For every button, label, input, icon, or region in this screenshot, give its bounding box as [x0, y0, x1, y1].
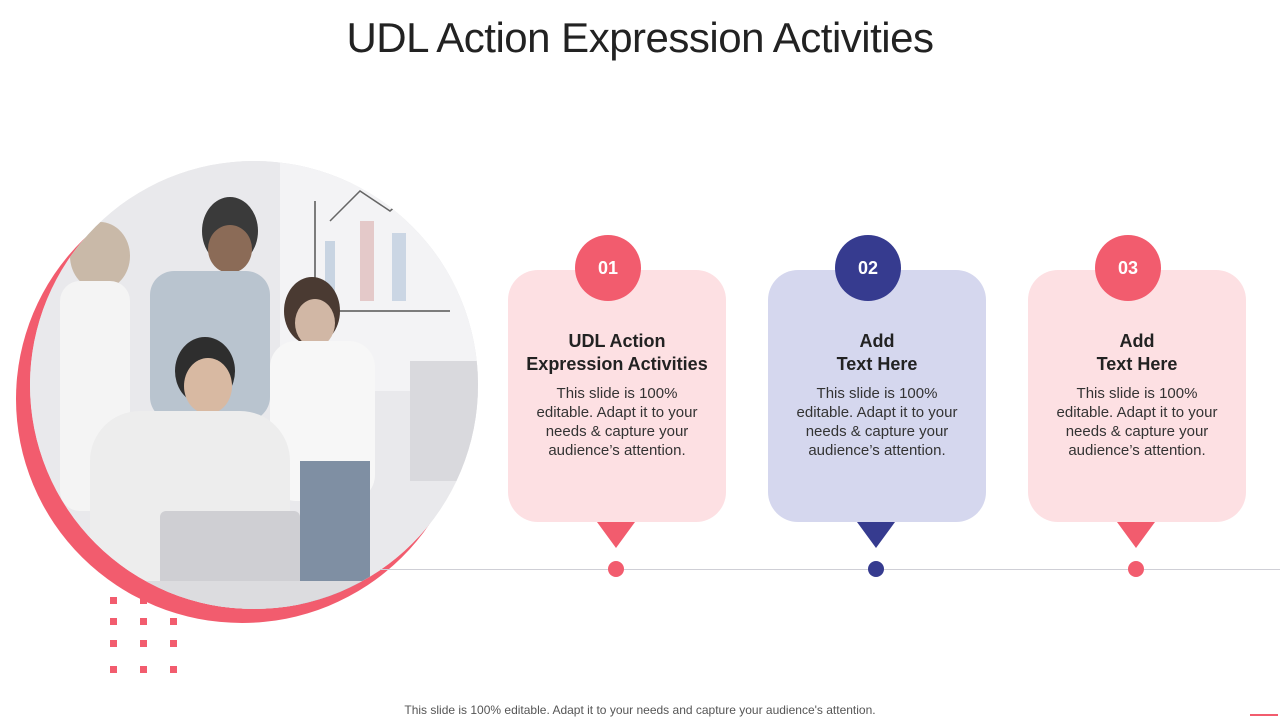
dot — [170, 597, 177, 604]
step-badge-3: 03 — [1095, 235, 1161, 301]
card-heading: Add Text Here — [1028, 330, 1246, 376]
card-pointer-2 — [857, 522, 895, 548]
card-heading-line2: Text Here — [1096, 354, 1178, 374]
footer-note: This slide is 100% editable. Adapt it to… — [404, 703, 876, 717]
dot — [110, 618, 117, 625]
card-body-text: This slide is 100% editable. Adapt it to… — [536, 385, 698, 459]
card-heading-line1: Add — [859, 331, 895, 351]
card-body-text: This slide is 100% editable. Adapt it to… — [1056, 385, 1218, 459]
card-heading-line2: Text Here — [836, 354, 918, 374]
dot — [170, 640, 177, 647]
dot — [140, 618, 147, 625]
card-pointer-1 — [597, 522, 635, 548]
timeline-line — [380, 569, 1280, 570]
dot — [170, 666, 177, 673]
card-heading: UDL Action Expression Activities — [508, 330, 726, 376]
step-badge-1: 01 — [575, 235, 641, 301]
card-pointer-3 — [1117, 522, 1155, 548]
team-photo-illustration — [30, 161, 478, 609]
card-body-text: This slide is 100% editable. Adapt it to… — [796, 385, 958, 459]
dot — [110, 597, 117, 604]
dot — [110, 640, 117, 647]
dot — [140, 640, 147, 647]
dot — [110, 666, 117, 673]
card-heading-line2: Expression Activities — [526, 354, 708, 374]
timeline-marker-3 — [1128, 561, 1144, 577]
dot — [170, 618, 177, 625]
dot — [140, 597, 147, 604]
activity-card-1: UDL Action Expression Activities This sl… — [508, 270, 726, 522]
card-heading: Add Text Here — [768, 330, 986, 376]
team-photo — [30, 161, 478, 609]
corner-accent-line — [1250, 714, 1278, 716]
step-badge-2: 02 — [835, 235, 901, 301]
card-heading-line1: Add — [1119, 331, 1155, 351]
timeline-marker-2 — [868, 561, 884, 577]
activity-card-2: Add Text Here This slide is 100% editabl… — [768, 270, 986, 522]
photo-accent-ring — [16, 175, 468, 623]
dot — [140, 666, 147, 673]
card-heading-line1: UDL Action — [568, 331, 666, 351]
slide-title: UDL Action Expression Activities — [346, 14, 934, 61]
timeline-marker-1 — [608, 561, 624, 577]
decorative-dot-grid — [108, 596, 188, 676]
activity-card-3: Add Text Here This slide is 100% editabl… — [1028, 270, 1246, 522]
